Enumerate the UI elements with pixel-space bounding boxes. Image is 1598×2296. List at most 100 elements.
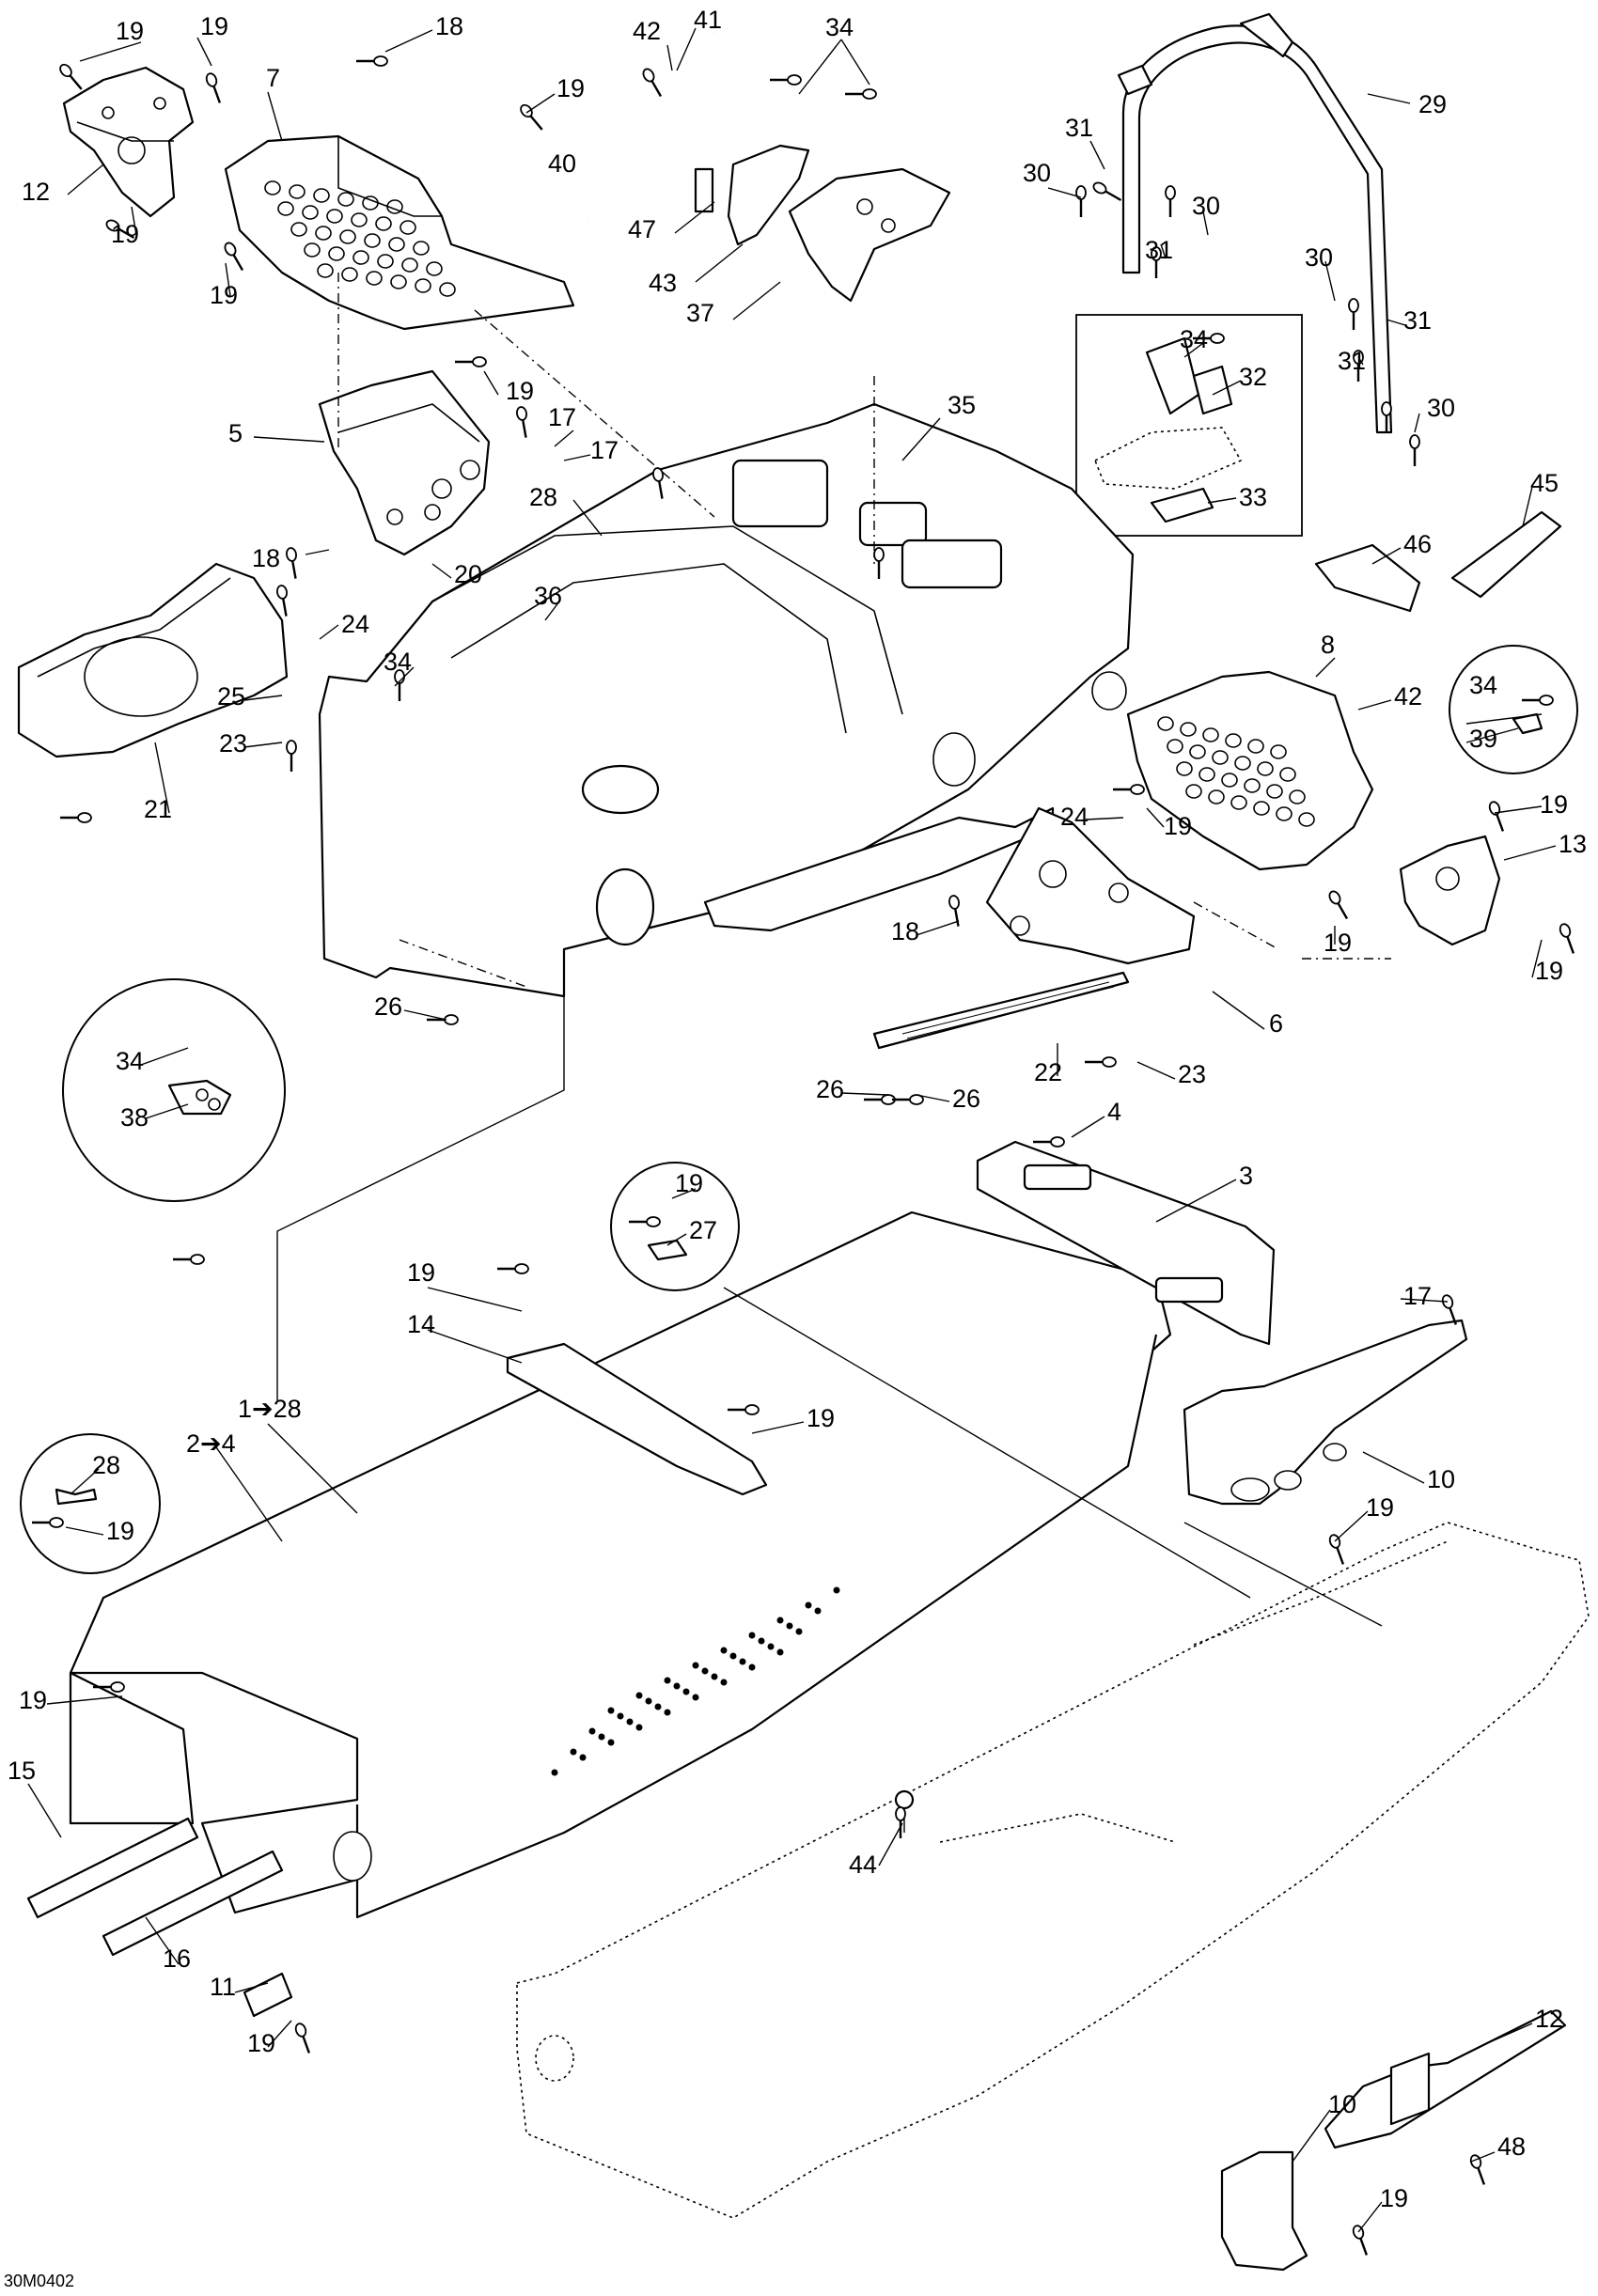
leader-line — [27, 1783, 62, 1838]
leader-line — [1503, 845, 1557, 861]
callout-36: 36 — [534, 582, 562, 610]
perforation-hole — [598, 1733, 605, 1741]
perforation-hole — [748, 1632, 756, 1639]
rivet-fastener — [356, 55, 388, 67]
leader-line — [384, 29, 433, 53]
callout-1-to-28: 1➔28 — [238, 1395, 302, 1423]
callout-leaders — [27, 27, 1557, 2233]
callout-19: 19 — [106, 1517, 134, 1545]
callout-42: 42 — [1394, 682, 1422, 711]
leader-line — [427, 1329, 523, 1364]
leader-line — [840, 1092, 889, 1096]
leader-line — [525, 93, 556, 114]
callout-46: 46 — [1403, 530, 1432, 558]
perforation-hole — [776, 1648, 784, 1656]
part-10-bracket — [1183, 1319, 1468, 1506]
callout-19: 19 — [675, 1169, 703, 1197]
leader-line — [403, 1009, 447, 1021]
leader-line — [46, 1695, 123, 1705]
callout-33: 33 — [1239, 483, 1267, 511]
leader-line — [1367, 93, 1411, 104]
callout-19: 19 — [1324, 929, 1352, 957]
leader-line — [394, 666, 415, 687]
leader-line — [1047, 187, 1082, 198]
leader-line — [1212, 991, 1265, 1030]
rivet-fastener — [173, 1254, 205, 1265]
callout-2-to-4: 2➔4 — [186, 1429, 236, 1458]
callout-19: 19 — [210, 281, 238, 309]
perforation-hole — [1257, 761, 1274, 776]
rivet-fastener — [1559, 923, 1575, 954]
perforation-hole — [805, 1601, 812, 1609]
callout-19: 19 — [556, 74, 585, 102]
callout-23: 23 — [1178, 1060, 1206, 1088]
part-3-plate — [976, 1140, 1276, 1346]
perforation-hole — [341, 267, 358, 282]
leader-line — [67, 164, 104, 195]
perforation-hole — [645, 1697, 652, 1705]
leader-line — [267, 91, 283, 142]
callout-19: 19 — [1380, 2184, 1408, 2212]
perforation-hole — [1208, 789, 1225, 804]
callout-34: 34 — [1180, 325, 1208, 353]
rivet-fastener — [1409, 434, 1420, 466]
callout-18: 18 — [435, 12, 463, 40]
perforation-hole — [304, 242, 321, 258]
callout-19: 19 — [116, 17, 144, 45]
perforation-hole — [364, 233, 381, 248]
callout-19: 19 — [200, 12, 228, 40]
leader-line — [671, 1188, 697, 1199]
perforation-hole — [351, 212, 368, 227]
leader-line — [1146, 807, 1165, 828]
callout-19: 19 — [1164, 812, 1192, 840]
callout-6: 6 — [1269, 1009, 1283, 1038]
part-14-rail — [506, 1342, 768, 1496]
callout-16: 16 — [163, 1945, 191, 1973]
part-15-angle — [26, 1817, 199, 1919]
perforation-hole — [720, 1679, 728, 1686]
leader-line — [798, 39, 842, 95]
rivet-fastener — [1193, 333, 1225, 344]
callout-40: 40 — [548, 149, 576, 178]
part-43-bracket — [694, 144, 810, 246]
leader-line — [243, 695, 283, 701]
perforation-hole — [1234, 756, 1251, 771]
rivet-fastener — [892, 1094, 924, 1105]
rivet-fastener — [105, 219, 135, 240]
callout-26: 26 — [952, 1085, 980, 1113]
callout-28: 28 — [529, 483, 557, 511]
leader-line — [916, 920, 960, 936]
perforation-hole — [570, 1748, 577, 1756]
perforation-hole — [814, 1607, 822, 1615]
perforation-hole — [1176, 761, 1193, 776]
callout-41: 41 — [694, 6, 722, 34]
leader-line — [1207, 497, 1237, 504]
callout-18: 18 — [891, 917, 919, 945]
perforation-hole — [289, 184, 306, 199]
callout-29: 29 — [1418, 90, 1447, 118]
perforation-hole — [337, 192, 354, 207]
callout-19: 19 — [506, 377, 534, 405]
leader-line — [145, 1103, 189, 1119]
callout-20: 20 — [454, 560, 482, 588]
leader-line — [65, 1526, 104, 1536]
part-37-bracket — [788, 167, 951, 303]
perforation-hole — [729, 1652, 737, 1660]
perforation-hole — [328, 246, 345, 261]
rivet-fastener — [1085, 1056, 1117, 1068]
leader-line — [572, 499, 603, 537]
callout-34: 34 — [116, 1047, 144, 1075]
callout-19: 19 — [1366, 1493, 1394, 1522]
leader-line — [563, 454, 591, 461]
callout-3: 3 — [1239, 1162, 1253, 1190]
rivet-fastener — [276, 585, 288, 617]
callout-31: 31 — [1145, 236, 1173, 264]
part-7-heat-shield-plate — [224, 134, 575, 331]
perforation-hole — [388, 237, 405, 252]
perforation-hole — [390, 274, 407, 289]
rivet-fastener — [1151, 246, 1162, 278]
leader-line — [319, 624, 339, 640]
detail-box-32-33-34 — [1075, 314, 1303, 537]
perforation-hole — [673, 1682, 681, 1690]
callout-19: 19 — [19, 1686, 47, 1714]
